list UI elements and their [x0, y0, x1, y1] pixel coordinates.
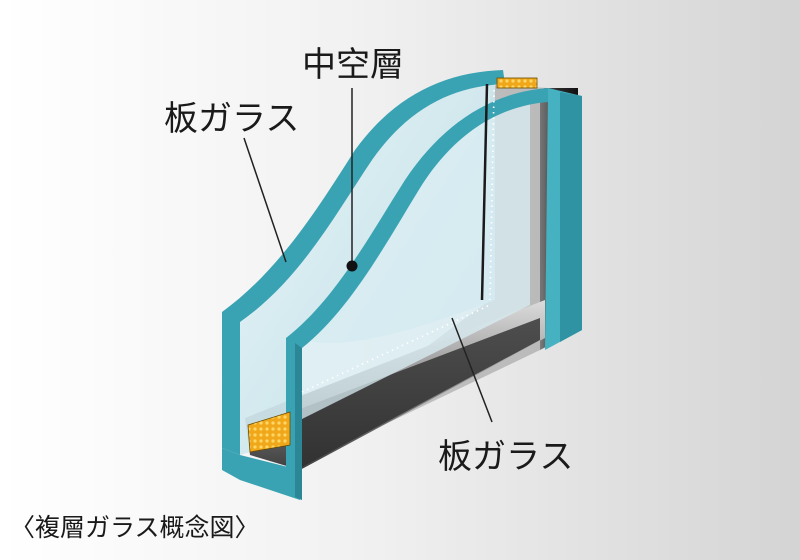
seal-dots-vertical	[489, 89, 495, 301]
leader-line-pane-bottom	[451, 317, 493, 423]
bottom-spacer	[247, 411, 291, 453]
inner-pane-glass	[290, 100, 530, 420]
cavity-marker-dot	[346, 260, 358, 272]
inner-pane-edge-shade	[295, 343, 302, 500]
caption: 〈複層ガラス概念図〉	[10, 513, 260, 542]
leader-line-pane-top	[243, 137, 287, 263]
label-pane-bottom: 板ガラス	[438, 437, 573, 477]
outer-pane-right-edge-shade	[560, 92, 582, 342]
front-pane-edge	[222, 70, 505, 455]
top-spacer	[496, 77, 538, 89]
spacer-edge-line	[480, 83, 489, 301]
label-cavity: 中空層	[302, 45, 404, 85]
inner-pane-edge	[286, 88, 548, 500]
label-pane-top: 板ガラス	[164, 99, 299, 139]
front-pane-edge-bottom	[222, 448, 300, 500]
bottom-channel-dark	[292, 318, 540, 468]
back-pane-interior	[300, 85, 548, 465]
glass-unit	[222, 70, 582, 500]
